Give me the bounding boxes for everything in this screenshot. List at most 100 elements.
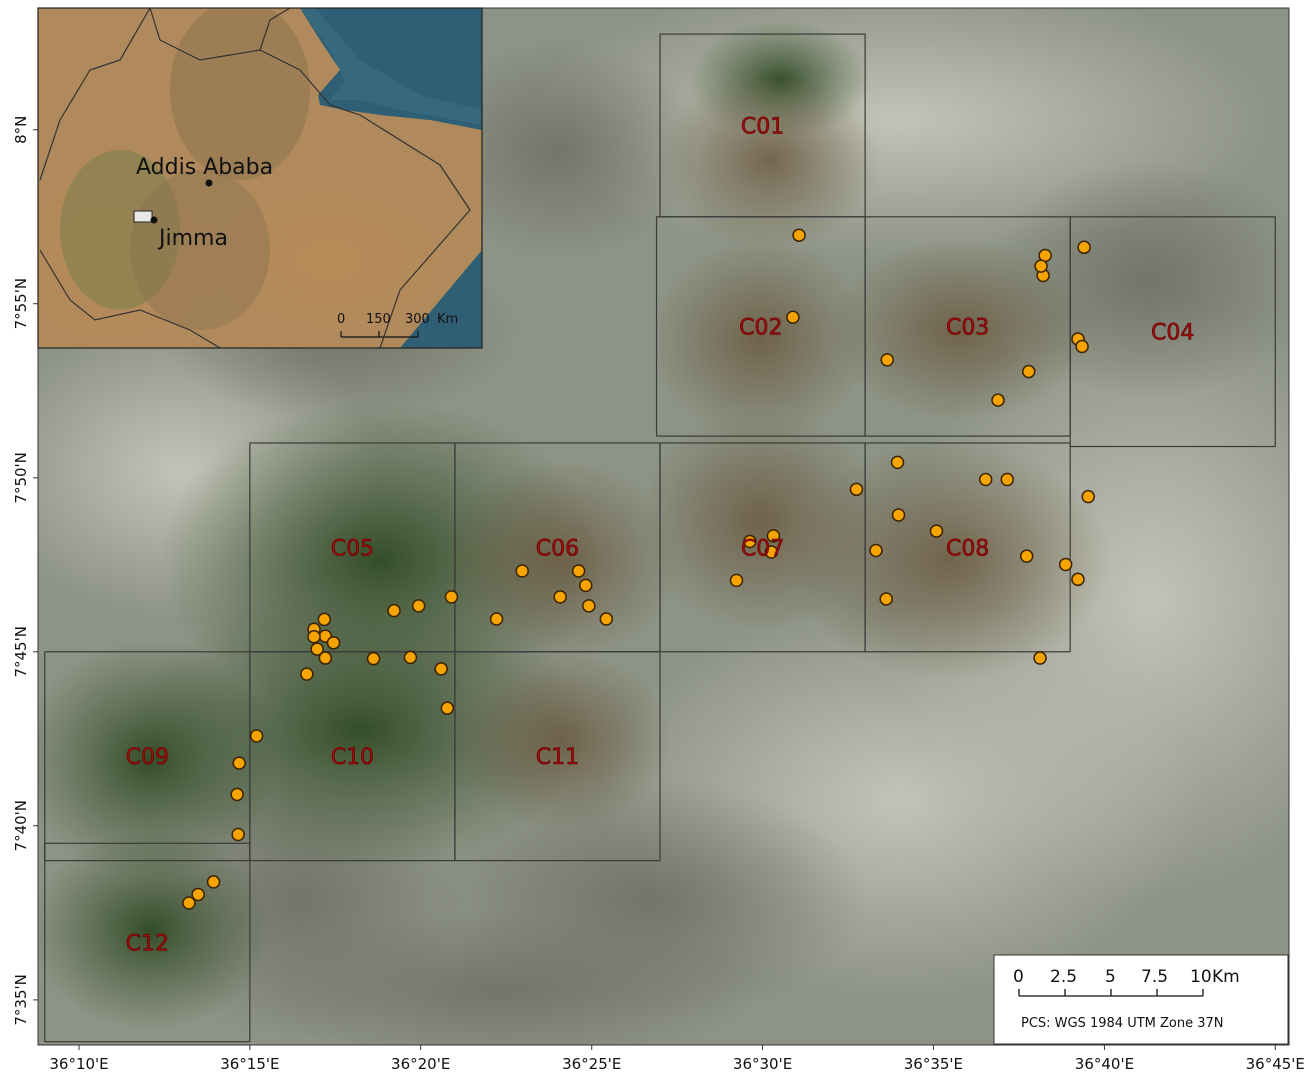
sample-point	[1081, 489, 1095, 504]
lon-tick-label: 36°10'E	[49, 1055, 108, 1073]
scale-unit: Km	[1212, 967, 1240, 987]
lon-tick-label: 36°20'E	[391, 1055, 450, 1073]
addis-ababa-marker	[205, 179, 213, 187]
sample-point	[440, 701, 455, 715]
sample-point	[411, 599, 426, 613]
sample-point	[766, 529, 781, 543]
lat-tick-label: 7°35'N	[12, 974, 30, 1025]
sample-point	[1033, 651, 1047, 665]
lon-tick-label: 36°25'E	[562, 1055, 621, 1073]
lat-tick-label: 7°55'N	[12, 278, 30, 329]
sample-point	[1077, 240, 1091, 255]
sample-point	[326, 636, 341, 650]
lon-tick-label: 36°35'E	[904, 1055, 963, 1073]
sample-point	[1058, 557, 1073, 572]
sample-point	[434, 662, 448, 676]
sample-point	[366, 651, 381, 666]
sample-point	[387, 603, 401, 618]
addis-ababa-label: Addis Ababa	[136, 155, 273, 180]
sample-point	[307, 630, 321, 644]
svg-text:150: 150	[366, 312, 391, 327]
svg-text:0: 0	[337, 312, 345, 327]
cell-label-c09: C09	[126, 745, 169, 770]
cell-label-c12: C12	[126, 931, 169, 956]
sample-point	[991, 393, 1005, 407]
grid-cells	[44, 33, 1276, 1043]
study-area-locator	[133, 210, 153, 223]
scale-tick-10: 10	[1190, 967, 1212, 987]
cell-label-c03: C03	[946, 315, 989, 340]
sample-point	[571, 564, 586, 578]
svg-text:Km: Km	[437, 312, 458, 327]
sample-point	[729, 573, 744, 588]
sample-point	[1075, 339, 1089, 354]
sample-point	[1019, 549, 1034, 563]
sample-point	[444, 590, 459, 604]
cell-label-c10: C10	[331, 745, 374, 770]
sample-point	[891, 508, 906, 522]
grid-cell-c08	[864, 442, 1071, 653]
grid-cell-c11	[454, 651, 661, 862]
sample-point	[599, 612, 614, 626]
sample-point	[579, 578, 593, 593]
sample-points	[182, 228, 1095, 910]
sample-point	[249, 729, 264, 743]
cell-label-c08: C08	[946, 536, 989, 561]
lon-tick-label: 36°45'E	[1246, 1055, 1305, 1073]
sample-point	[786, 310, 800, 325]
sample-point	[879, 592, 893, 606]
grid-cell-c12	[44, 842, 251, 1043]
sample-point	[890, 455, 905, 470]
jimma-label: Jimma	[157, 226, 228, 251]
lon-tick-label: 36°40'E	[1075, 1055, 1134, 1073]
lat-tick-label: 8°N	[12, 116, 30, 144]
sample-point	[1000, 472, 1014, 487]
cell-label-c07: C07	[741, 536, 784, 561]
scale-tick-7-5: 7.5	[1141, 967, 1168, 987]
inset-scale-bar: 0 150 300 Km	[337, 312, 458, 338]
sample-point	[232, 756, 246, 770]
sample-point	[300, 667, 314, 681]
sample-point	[1034, 259, 1048, 273]
sample-point	[318, 651, 333, 665]
sample-point	[310, 642, 324, 656]
lat-tick-label: 7°45'N	[12, 626, 30, 677]
grid-cell-c04	[1069, 216, 1276, 448]
sample-point	[231, 827, 245, 842]
inset-map: Addis Ababa Jimma 0 150 300 Km	[37, 7, 483, 349]
scale-bar-box: 0 2.5 5 7.5 10 Km PCS: WGS 1984 UTM Zone…	[993, 954, 1289, 1045]
scale-tick-2-5: 2.5	[1050, 967, 1077, 987]
sample-point	[553, 590, 567, 604]
sample-point	[978, 472, 993, 487]
sample-point	[792, 228, 806, 242]
sample-point	[743, 534, 757, 549]
sample-point	[880, 353, 894, 367]
sample-point	[403, 650, 418, 665]
sample-point	[582, 599, 596, 613]
sample-point	[1071, 572, 1085, 587]
sample-point	[206, 875, 221, 889]
jimma-marker	[150, 216, 158, 224]
sample-point	[764, 545, 779, 559]
latitude-labels: 8°N 7°55'N 7°50'N 7°45'N 7°40'N 7°35'N	[12, 116, 38, 1026]
sample-point	[869, 543, 883, 558]
sample-point	[515, 564, 529, 578]
scale-tick-5: 5	[1105, 967, 1116, 987]
lat-tick-label: 7°40'N	[12, 800, 30, 851]
sample-point	[182, 896, 196, 910]
lat-tick-label: 7°50'N	[12, 452, 30, 503]
sample-point	[1022, 364, 1036, 379]
cell-label-c11: C11	[536, 745, 579, 770]
cell-label-c04: C04	[1151, 321, 1194, 346]
longitude-labels: 36°10'E 36°15'E 36°20'E 36°25'E 36°30'E 36°35…	[49, 1045, 1305, 1073]
cell-label-c05: C05	[331, 536, 374, 561]
svg-text:300: 300	[405, 312, 430, 327]
lon-tick-label: 36°15'E	[220, 1055, 279, 1073]
lon-tick-label: 36°30'E	[733, 1055, 792, 1073]
sample-point	[849, 482, 864, 497]
cell-label-c01: C01	[741, 114, 784, 139]
cell-label-c02: C02	[739, 315, 782, 340]
projection-label: PCS: WGS 1984 UTM Zone 37N	[1021, 1016, 1224, 1031]
